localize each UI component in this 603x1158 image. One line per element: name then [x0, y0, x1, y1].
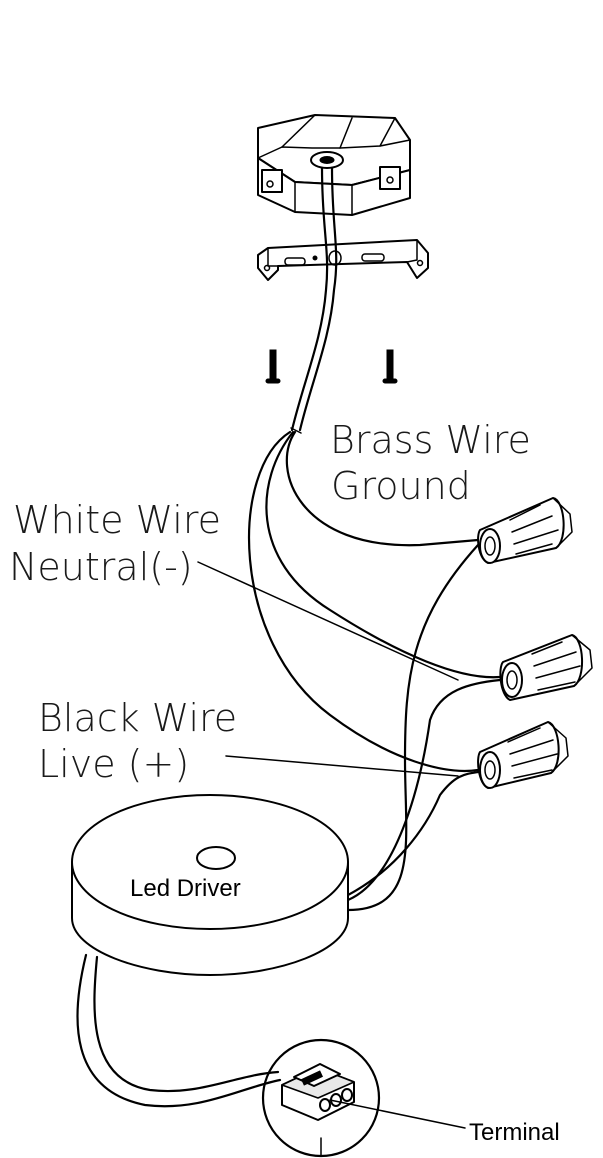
label-live: Live (+): [38, 742, 189, 786]
wires: [247, 430, 502, 912]
led-driver-puck: [71, 794, 349, 976]
supply-cable: [290, 166, 338, 434]
label-white-wire: White Wire: [13, 498, 221, 542]
label-neutral: Neutral(-): [9, 545, 193, 589]
wire-nut-live: [477, 721, 569, 789]
label-led-driver: Led Driver: [130, 875, 241, 902]
leader-lines: [197, 561, 466, 1157]
mounting-screw-left: [265, 349, 281, 384]
label-terminal: Terminal: [469, 1119, 560, 1146]
label-black-wire: Black Wire: [38, 696, 237, 740]
wire-nut-ground: [477, 497, 573, 564]
output-cable: [76, 953, 282, 1108]
mounting-screw-right: [382, 349, 398, 384]
terminal-block: [281, 1063, 355, 1121]
mounting-bracket: [257, 239, 429, 281]
wire-nut-neutral: [499, 634, 593, 701]
label-brass-wire: Brass Wire: [330, 418, 531, 462]
junction-box: [257, 114, 411, 216]
label-ground: Ground: [331, 464, 471, 508]
